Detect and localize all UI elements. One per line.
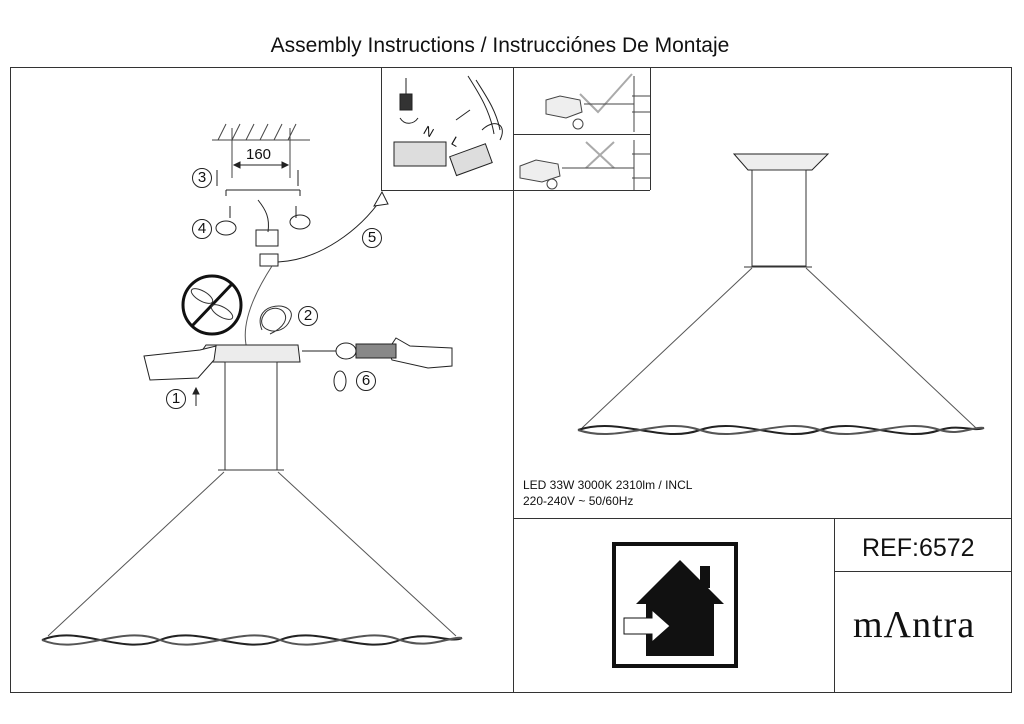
- inset-bottom-border: [381, 190, 650, 191]
- vertical-divider: [513, 67, 514, 693]
- step-5: 5: [362, 228, 382, 248]
- cross-icon: [585, 141, 615, 169]
- no-fan-icon: [181, 274, 243, 336]
- screwdriver-icon: [302, 342, 397, 360]
- ref-bottom-divider: [834, 571, 1012, 572]
- step-2: 2: [298, 306, 318, 326]
- step-6: 6: [356, 371, 376, 391]
- brand-logo: mΛntra: [853, 604, 976, 646]
- inset-right-border: [650, 67, 651, 190]
- spec-divider: [513, 518, 1012, 519]
- ref-code: REF:6572: [862, 534, 975, 562]
- spec-power: LED 33W 3000K 2310lm / INCL: [523, 478, 693, 492]
- inset-left-border: [381, 67, 382, 190]
- ceiling: [212, 123, 310, 178]
- spec-voltage: 220-240V ~ 50/60Hz: [523, 494, 634, 508]
- step-4: 4: [192, 219, 212, 239]
- inset-mid-divider: [513, 134, 650, 135]
- dimension-label: 160: [246, 146, 272, 163]
- ref-divider: [834, 518, 835, 693]
- step-1: 1: [166, 389, 186, 409]
- indoor-use-icon: [612, 542, 738, 668]
- page-title: Assembly Instructions / Instrucciónes De…: [270, 34, 730, 57]
- document-frame: [10, 67, 1012, 693]
- step-3: 3: [192, 168, 212, 188]
